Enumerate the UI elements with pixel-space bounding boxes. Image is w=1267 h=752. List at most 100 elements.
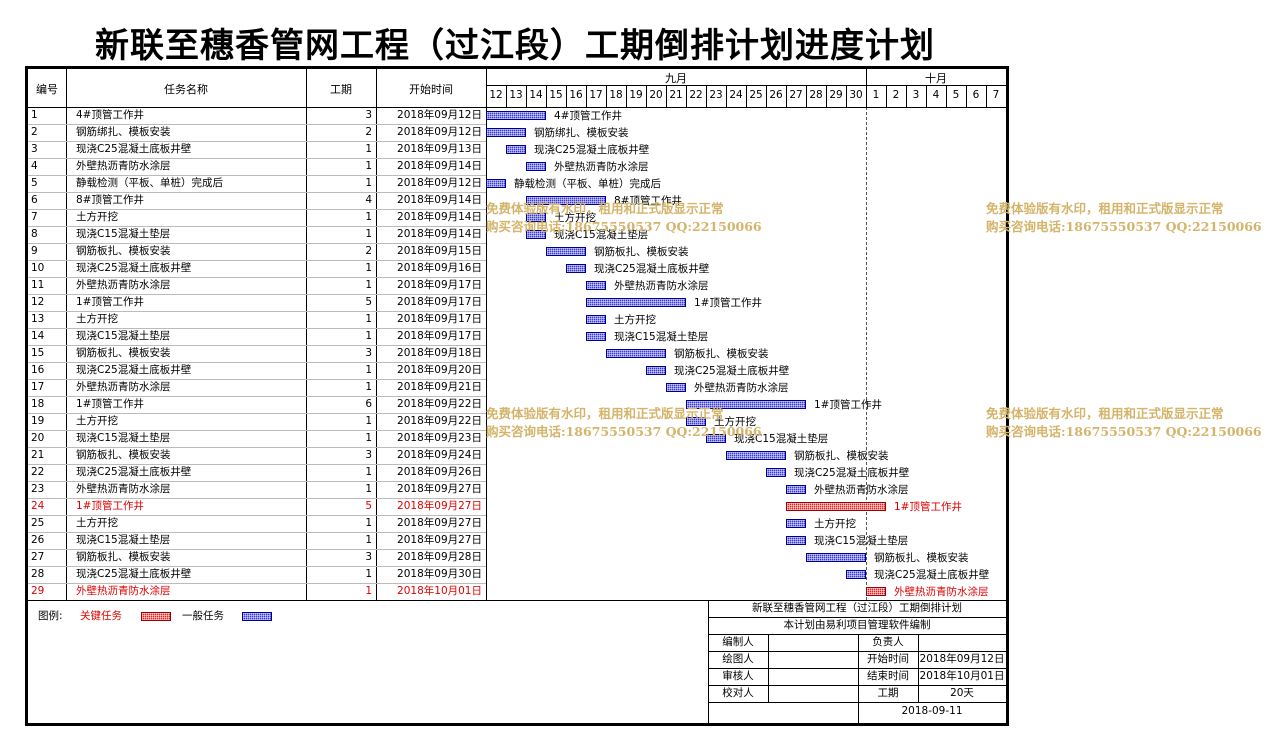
task-name: 外壁热沥青防水涂层: [76, 160, 171, 172]
legend-label: 图例:: [38, 610, 63, 622]
task-duration: 1: [365, 381, 372, 393]
day-tick-label: 21: [669, 89, 683, 101]
task-id: 16: [31, 364, 45, 376]
col-header-start: 开始时间: [409, 83, 453, 96]
task-bar: [526, 196, 606, 205]
legend-normal-swatch: [242, 612, 272, 621]
day-tick-label: 14: [529, 89, 543, 101]
row-gridline: [28, 175, 486, 176]
row-gridline: [28, 277, 486, 278]
table-bottom-line: [28, 600, 1006, 601]
task-id: 22: [31, 466, 45, 478]
row-gridline: [28, 379, 486, 380]
bar-label: 土方开挖: [614, 314, 656, 326]
day-divider: [686, 85, 687, 107]
task-bar: [786, 519, 806, 528]
day-tick-label: 19: [629, 89, 643, 101]
day-divider: [906, 85, 907, 107]
footer-key: 绘图人: [722, 653, 754, 665]
task-name: 现浇C25混凝土底板井壁: [76, 568, 192, 580]
header-bottom-line: [28, 107, 1006, 108]
bar-label: 现浇C25混凝土底板井壁: [534, 144, 650, 156]
task-id: 8: [31, 228, 38, 240]
critical-task-bar: [786, 502, 886, 511]
task-start: 2018年09月14日: [397, 160, 482, 172]
watermark-line2: 购买咨询电话:18675550537 QQ:22150066: [486, 219, 762, 234]
row-gridline: [28, 413, 486, 414]
task-bar: [686, 417, 706, 426]
task-duration: 1: [365, 143, 372, 155]
bar-label: 钢筋板扎、模板安装: [594, 246, 689, 258]
col-header-duration: 工期: [330, 83, 352, 96]
day-divider: [986, 85, 987, 107]
task-start: 2018年09月20日: [397, 364, 482, 376]
day-divider: [726, 85, 727, 107]
task-start: 2018年09月12日: [397, 126, 482, 138]
month-boundary-line: [866, 107, 867, 600]
task-start: 2018年09月24日: [397, 449, 482, 461]
task-id: 2: [31, 126, 38, 138]
day-divider: [506, 85, 507, 107]
day-tick-label: 25: [749, 89, 763, 101]
task-id: 21: [31, 449, 45, 461]
day-tick-label: 24: [729, 89, 743, 101]
day-divider: [566, 85, 567, 107]
footer-line: [708, 668, 1006, 669]
bar-label: 土方开挖: [554, 212, 596, 224]
row-gridline: [28, 549, 486, 550]
task-id: 28: [31, 568, 45, 580]
footer-plan-title: 新联至穗香管网工程（过江段）工期倒排计划: [752, 602, 962, 614]
task-duration: 2: [365, 126, 372, 138]
task-name: 现浇C25混凝土底板井壁: [76, 143, 192, 155]
task-duration: 3: [365, 449, 372, 461]
legend-normal-label: 一般任务: [182, 610, 224, 622]
bar-label: 8#顶管工作井: [614, 195, 682, 207]
day-tick-label: 29: [829, 89, 843, 101]
footer-value: 20天: [950, 687, 974, 699]
task-duration: 1: [365, 364, 372, 376]
bar-label: 外壁热沥青防水涂层: [814, 484, 909, 496]
day-divider: [626, 85, 627, 107]
bar-label: 钢筋绑扎、模板安装: [534, 127, 629, 139]
footer-line: [708, 634, 1006, 635]
task-name: 外壁热沥青防水涂层: [76, 585, 171, 597]
day-tick-label: 28: [809, 89, 823, 101]
task-id: 10: [31, 262, 45, 274]
day-tick-label: 23: [709, 89, 723, 101]
footer-col-divider: [858, 634, 859, 702]
day-divider: [886, 85, 887, 107]
task-bar: [766, 468, 786, 477]
day-divider: [846, 85, 847, 107]
task-name: 现浇C15混凝土垫层: [76, 330, 171, 342]
task-bar: [566, 264, 586, 273]
footer-left-border: [708, 600, 709, 723]
task-name: 4#顶管工作井: [76, 109, 144, 121]
task-id: 11: [31, 279, 45, 291]
footer-line: [708, 685, 1006, 686]
task-duration: 1: [365, 483, 372, 495]
task-duration: 1: [365, 262, 372, 274]
bar-label: 现浇C25混凝土底板井壁: [794, 467, 910, 479]
bar-label: 钢筋板扎、模板安装: [874, 552, 969, 564]
month-row-line: [486, 85, 1006, 86]
task-bar: [586, 315, 606, 324]
page-title: 新联至穗香管网工程（过江段）工期倒排计划进度计划: [95, 26, 935, 66]
task-id: 19: [31, 415, 45, 427]
task-name: 1#顶管工作井: [76, 398, 144, 410]
task-bar: [486, 179, 506, 188]
task-id: 25: [31, 517, 45, 529]
day-divider: [606, 85, 607, 107]
col-header-name: 任务名称: [164, 83, 208, 96]
footer-value: 2018年10月01日: [919, 670, 1005, 682]
day-tick-label: 26: [769, 89, 783, 101]
task-start: 2018年09月30日: [397, 568, 482, 580]
critical-task-bar: [866, 587, 886, 596]
day-tick-label: 16: [569, 89, 583, 101]
column-divider: [486, 69, 487, 600]
task-id: 18: [31, 398, 45, 410]
task-id: 4: [31, 160, 38, 172]
task-start: 2018年10月01日: [397, 585, 482, 597]
bar-label: 现浇C15混凝土垫层: [554, 229, 649, 241]
header-right-border: [1006, 69, 1007, 107]
day-divider: [966, 85, 967, 107]
